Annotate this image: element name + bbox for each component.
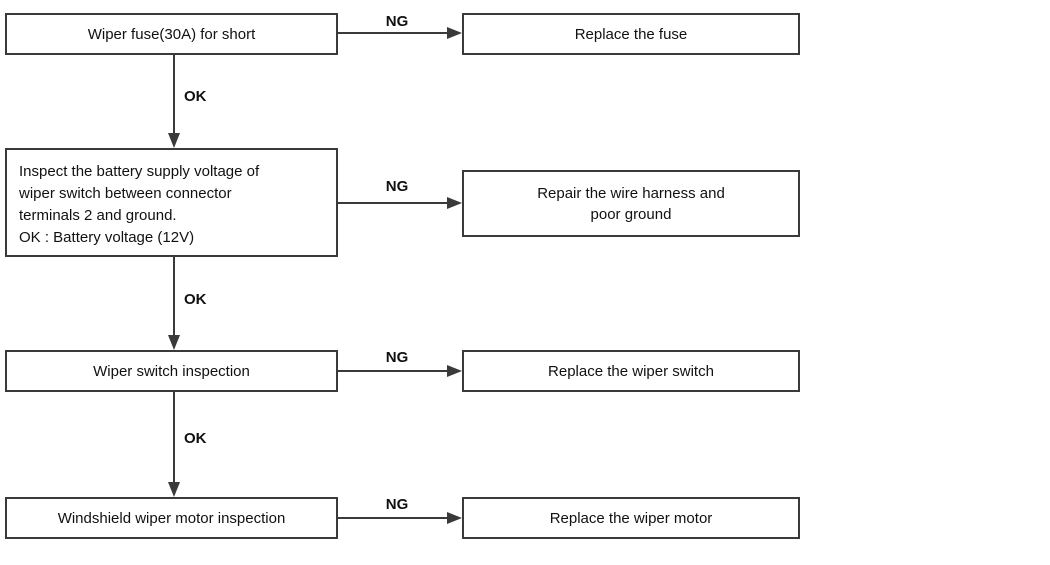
ok-arrow-line-2 (173, 257, 175, 337)
ng-arrowhead-right-icon-2 (447, 197, 462, 209)
ng-arrowhead-right-icon-1 (447, 27, 462, 39)
ng-arrow-line-1 (338, 32, 448, 34)
ng-arrowhead-right-icon-3 (447, 365, 462, 377)
step-2-check-text: Inspect the battery supply voltage of wi… (19, 163, 260, 246)
step-3-check-text: Wiper switch inspection (93, 362, 250, 380)
ok-arrowhead-down-icon-2 (168, 335, 180, 350)
step-4-action-box: Replace the wiper motor (462, 497, 800, 539)
ok-arrowhead-down-icon-3 (168, 482, 180, 497)
step-4-action-text: Replace the wiper motor (549, 509, 713, 527)
step-2-action-text: Repair the wire harness and poor ground (537, 184, 725, 223)
ok-label-1: OK (184, 88, 207, 105)
ok-label-2: OK (184, 291, 207, 308)
step-2-action-box: Repair the wire harness and poor ground (462, 170, 800, 237)
step-2-check-box: Inspect the battery supply voltage of wi… (5, 148, 338, 257)
step-1-check-box: Wiper fuse(30A) for short (5, 13, 338, 55)
ok-arrow-line-1 (173, 55, 175, 135)
step-1-action-text: Replace the fuse (574, 25, 688, 43)
ng-arrow-line-2 (338, 202, 448, 204)
ng-label-1: NG (385, 13, 409, 30)
step-3-action-text: Replace the wiper switch (548, 362, 714, 380)
step-1-action-box: Replace the fuse (462, 13, 800, 55)
step-3-check-box: Wiper switch inspection (5, 350, 338, 392)
ok-arrowhead-down-icon-1 (168, 133, 180, 148)
step-4-check-text: Windshield wiper motor inspection (57, 509, 286, 527)
ok-label-3: OK (184, 430, 207, 447)
ng-arrow-line-4 (338, 517, 448, 519)
ng-label-2: NG (385, 178, 409, 195)
step-4-check-box: Windshield wiper motor inspection (5, 497, 338, 539)
step-1-check-text: Wiper fuse(30A) for short (87, 25, 256, 43)
ng-arrow-line-3 (338, 370, 448, 372)
ng-arrowhead-right-icon-4 (447, 512, 462, 524)
ng-label-3: NG (385, 349, 409, 366)
ok-arrow-line-3 (173, 392, 175, 484)
ng-label-4: NG (385, 496, 409, 513)
step-3-action-box: Replace the wiper switch (462, 350, 800, 392)
